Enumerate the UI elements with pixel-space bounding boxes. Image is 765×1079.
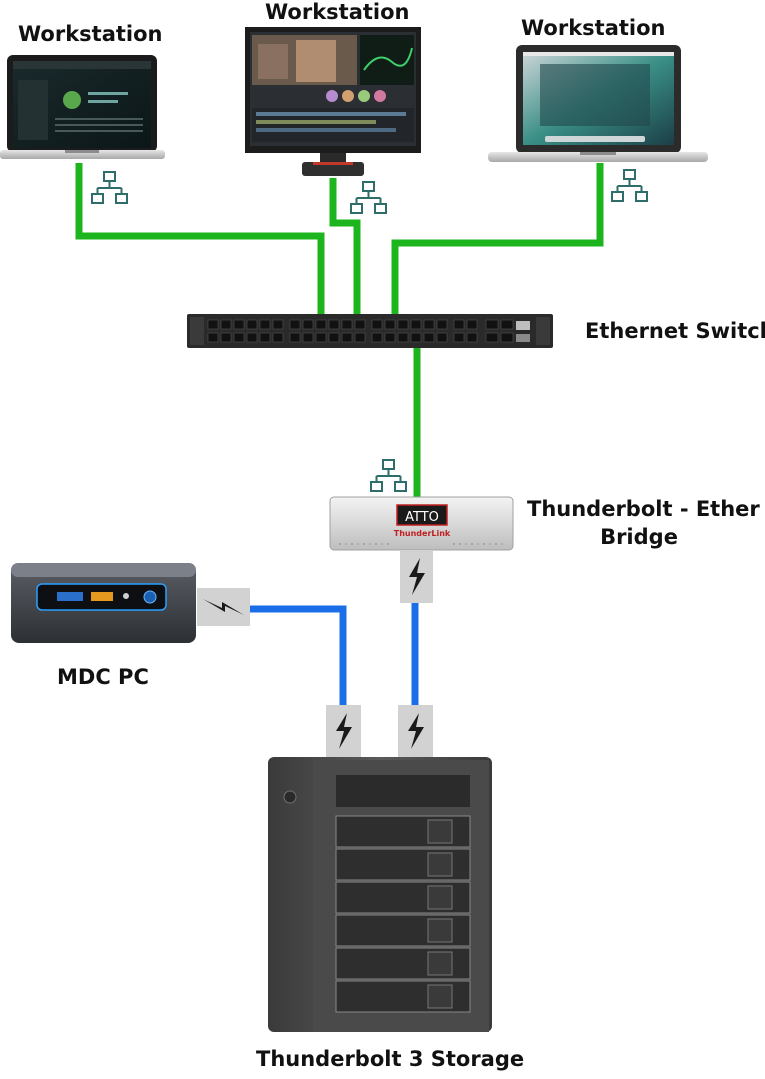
thunderbolt-icon-bridge	[400, 550, 433, 603]
mdc-pc-device	[11, 563, 196, 643]
network-lan-icon-right	[611, 169, 648, 202]
thunderbolt-icon-mdc-pc	[197, 588, 250, 626]
workstation-left-laptop	[0, 55, 165, 159]
workstation-left-label: Workstation	[18, 22, 163, 46]
network-lan-icon-left	[91, 171, 128, 204]
bridge-label-line1: Thunderbolt - Ether	[527, 497, 760, 521]
network-lan-icon-bridge	[370, 459, 407, 492]
thunderbolt-3-storage-device	[268, 757, 492, 1032]
ethernet-cables	[75, 163, 604, 500]
bridge-label-line2: Bridge	[600, 525, 678, 549]
ethernet-switch-label: Ethernet Switch	[585, 319, 765, 343]
workstation-center-monitor	[245, 27, 421, 176]
network-lan-icon-center	[350, 181, 387, 214]
thunderlink-text: ThunderLink	[394, 529, 451, 538]
ethernet-cable-left	[75, 163, 325, 318]
atto-logo-text: ATTO	[405, 510, 439, 525]
ethernet-cable-right	[391, 163, 604, 318]
thunderbolt-cable-pc-storage	[250, 605, 347, 705]
thunderbolt-cables	[250, 603, 419, 705]
ethernet-cable-center	[329, 178, 361, 318]
storage-label: Thunderbolt 3 Storage	[256, 1047, 525, 1071]
workstation-right-label: Workstation	[521, 16, 666, 40]
mdc-pc-label: MDC PC	[57, 665, 149, 689]
ethernet-switch-device	[187, 314, 553, 348]
thunderbolt-ether-bridge-device	[329, 496, 514, 551]
workstation-right-laptop	[488, 45, 708, 162]
thunderbolt-icon-storage-right	[398, 705, 433, 757]
thunderbolt-icon-storage-left	[326, 705, 361, 757]
workstation-center-label: Workstation	[265, 0, 410, 24]
